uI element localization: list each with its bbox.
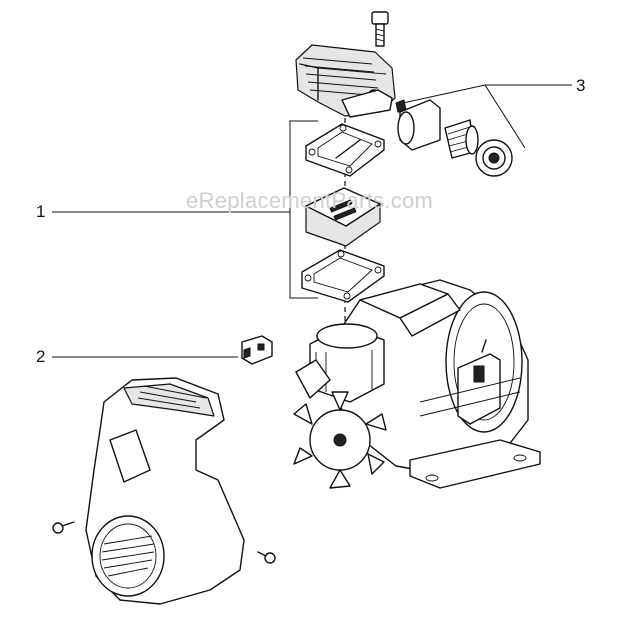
head-gasket-upper [305,123,385,177]
callout-label-3: 3 [576,76,586,95]
cooling-fan [293,391,387,489]
bracket-1 [289,120,318,299]
valve-plate [305,187,381,247]
callout-label-2: 2 [36,347,46,366]
cylinder [295,323,385,403]
bracket-3 [402,84,572,149]
head-bolt [371,11,389,47]
thermal-switch [241,335,273,365]
cylinder-head [295,44,396,118]
unloader-assembly [395,99,513,177]
watermark-text: eReplacementParts.com [186,188,434,213]
shroud-screw-right [257,551,276,564]
fan-shroud [85,377,245,605]
callout-label-1: 1 [36,202,46,221]
shroud-screw-left [52,521,75,534]
head-gasket-lower [301,249,385,303]
callout-leaders [52,84,572,358]
